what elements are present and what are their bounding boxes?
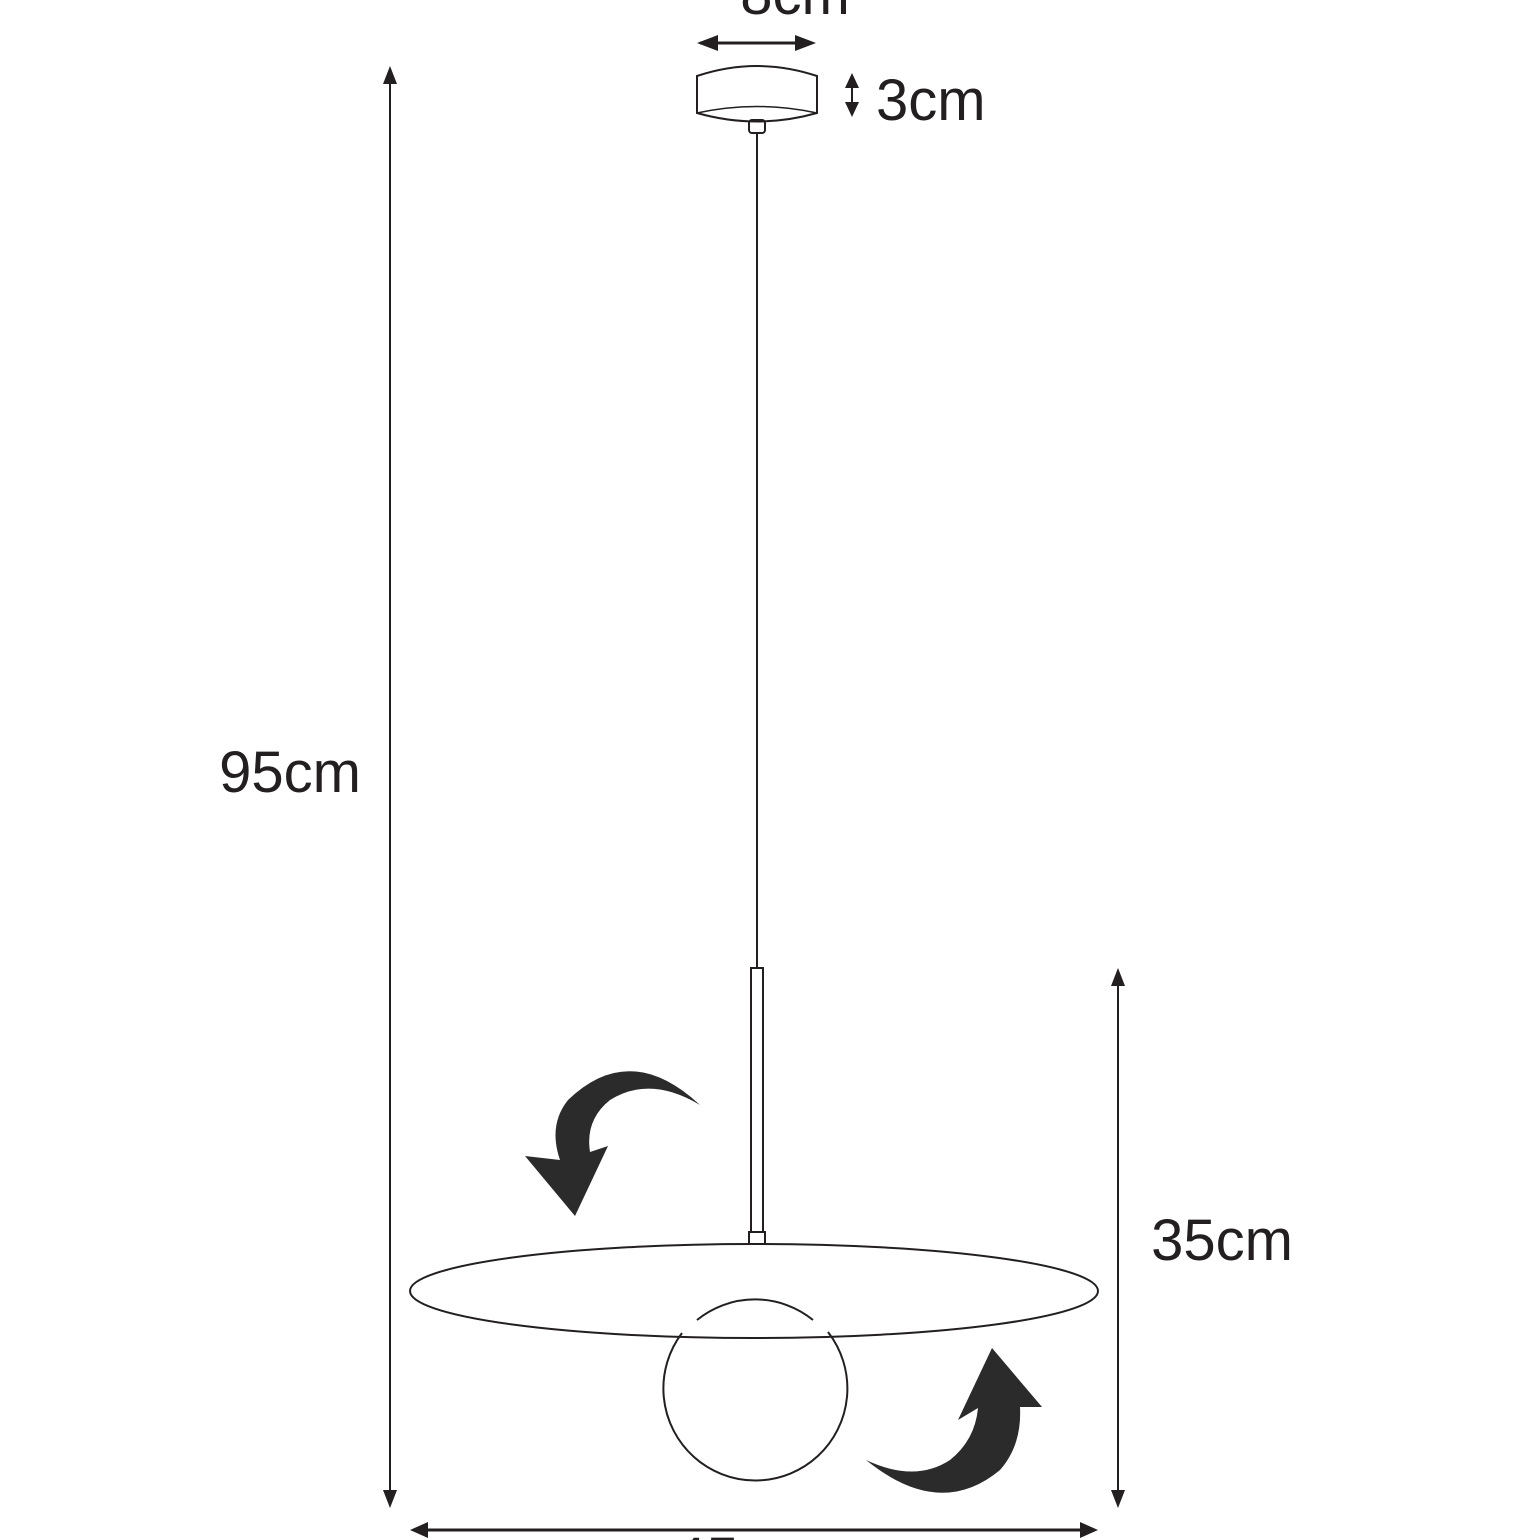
ceiling-canopy	[696, 65, 818, 134]
rotate-arrow-icon	[525, 1071, 700, 1216]
canopy-height-arrow	[845, 73, 859, 117]
shade-width-arrow	[410, 1522, 1098, 1538]
glass-globe	[662, 1331, 849, 1482]
shade-height-arrow	[1111, 968, 1125, 1508]
globe-top	[696, 1298, 814, 1321]
canopy-width-label: 8cm	[740, 0, 850, 27]
shade-width-label: 45cm	[674, 1526, 816, 1540]
shade-disc	[409, 1243, 1099, 1339]
lamp-rod	[750, 967, 764, 1233]
shade-height-label: 35cm	[1151, 1208, 1293, 1273]
rod-collar	[748, 1231, 766, 1245]
total-height-label: 95cm	[219, 740, 361, 805]
canopy-width-arrow	[697, 35, 816, 51]
rotate-arrow-icon	[866, 1348, 1042, 1493]
canopy-height-label: 3cm	[876, 68, 986, 133]
total-height-arrow	[383, 66, 397, 1508]
